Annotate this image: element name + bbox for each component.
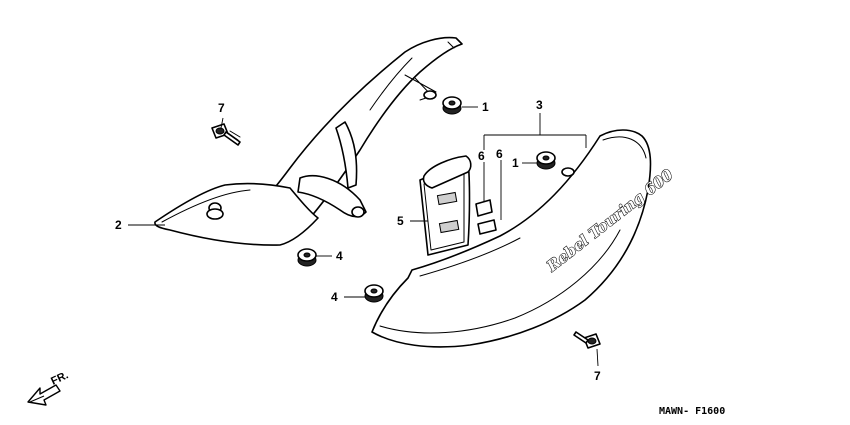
right-side-cover: Rebel Touring 600 — [371, 129, 677, 348]
callout-6-right: 6 — [496, 147, 503, 161]
grommet-1-upper — [442, 96, 462, 115]
callout-6-left: 6 — [478, 149, 485, 163]
direction-label: FR. — [49, 369, 70, 387]
callout-2: 2 — [115, 218, 122, 232]
figure-code: MAWN- F1600 — [659, 406, 725, 417]
callout-1-upper: 1 — [482, 100, 489, 114]
left-side-cover — [154, 36, 463, 246]
grommet-4-lower — [364, 284, 384, 303]
callout-3: 3 — [536, 98, 543, 112]
grommet-1-lower — [536, 151, 556, 170]
callout-4-lower: 4 — [331, 290, 338, 304]
callout-7-upper: 7 — [218, 101, 225, 115]
bolt-7-upper — [211, 123, 241, 146]
pad-upper — [475, 199, 493, 217]
tool-pouch — [419, 155, 472, 256]
leader-lines — [128, 106, 599, 367]
front-direction-arrow: FR. — [27, 369, 70, 406]
callout-5: 5 — [397, 214, 404, 228]
bolt-7-lower — [573, 331, 601, 349]
grommet-4-upper — [297, 248, 317, 267]
callout-7-lower: 7 — [594, 369, 601, 383]
pad-lower — [477, 219, 497, 235]
callout-1-lower: 1 — [512, 156, 519, 170]
callout-4-upper: 4 — [336, 249, 343, 263]
